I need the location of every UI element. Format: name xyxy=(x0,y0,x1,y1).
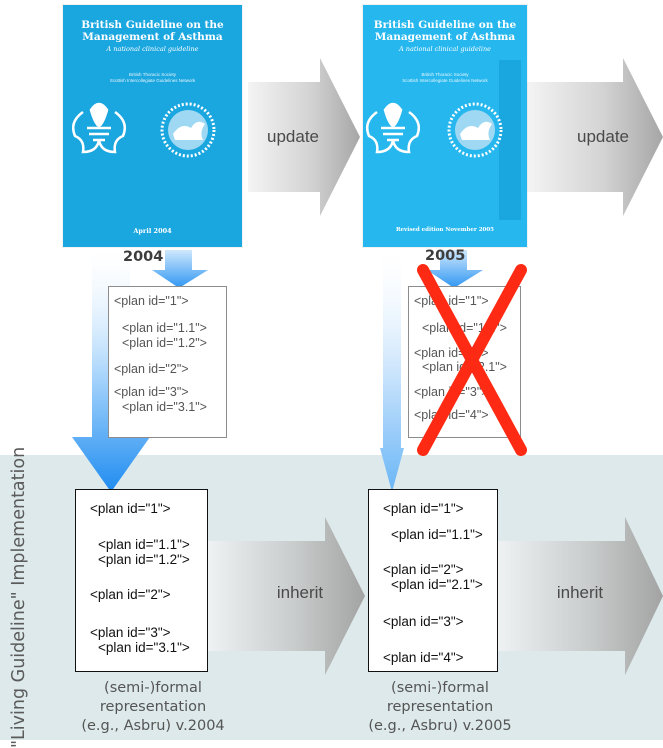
extract-arrow-2004 xyxy=(152,250,208,288)
plan-line: <plan id="4"> xyxy=(383,650,464,665)
extracted-plans-2004: <plan id="1"> <plan id="1.1"> <plan id="… xyxy=(108,286,227,438)
update-label-2: update xyxy=(577,127,629,146)
cover-title-line2: Management of Asthma xyxy=(374,31,516,43)
caption-2005: (semi-)formal representation (e.g., Asbr… xyxy=(355,679,525,736)
caption-line: (semi-)formal xyxy=(104,680,202,696)
cover-title-line1: British Guideline on the xyxy=(373,19,517,31)
plan-line: <plan id="2"> xyxy=(383,562,464,577)
caption-line: representation xyxy=(386,699,494,715)
cover-subtitle: A national clinical guideline xyxy=(399,45,491,53)
inherit-arrow-2 xyxy=(498,517,663,675)
update-arrow-1 xyxy=(248,58,360,216)
plan-line: <plan id="3.1"> xyxy=(98,640,190,655)
update-label-1: update xyxy=(267,127,319,146)
formal-representation-2005: <plan id="1"> <plan id="1.1"> <plan id="… xyxy=(368,489,498,672)
inherit-arrow-1 xyxy=(208,517,365,675)
seal-logo-icon xyxy=(447,102,503,158)
plan-line: <plan id="1.1"> xyxy=(391,527,483,542)
guideline-cover-2004: British Guideline on the Management of A… xyxy=(63,5,242,247)
cover-title-line2: Management of Asthma xyxy=(82,31,223,43)
plan-line: <plan id="3"> xyxy=(90,625,171,640)
plan-line: <plan id="2"> xyxy=(114,362,189,376)
cover-date: Revised edition November 2005 xyxy=(395,227,495,233)
plan-line: <plan id="1.2"> xyxy=(98,552,190,567)
formal-representation-2004: <plan id="1"> <plan id="1.1"> <plan id="… xyxy=(75,489,208,672)
plan-line: <plan id="1"> xyxy=(114,294,189,308)
cover-logos xyxy=(366,102,503,158)
cover-publishers: British Thoracic Society Scottish Interc… xyxy=(363,72,527,84)
inherit-label-2: inherit xyxy=(556,583,604,602)
rejected-cross-icon xyxy=(417,264,527,456)
derive-arrow-2005 xyxy=(380,250,404,492)
cover-title: British Guideline on the Management of A… xyxy=(363,19,527,43)
cover-logos xyxy=(72,102,216,158)
plan-line: <plan id="1"> xyxy=(90,501,171,516)
inherit-label-1: inherit xyxy=(276,583,324,602)
plan-line: <plan id="2.1"> xyxy=(391,577,483,592)
caption-line: (e.g., Asbru) v.2005 xyxy=(368,718,512,734)
plan-line: <plan id="2"> xyxy=(90,587,171,602)
thistle-logo-icon xyxy=(72,102,126,154)
plan-line: <plan id="3.1"> xyxy=(122,400,207,414)
cover-date: April 2004 xyxy=(133,227,172,235)
update-arrow-2 xyxy=(527,58,663,216)
cover-spine-stripe xyxy=(499,60,521,220)
year-label-2005: 2005 xyxy=(425,248,466,264)
guideline-cover-2005: British Guideline on the Management of A… xyxy=(363,5,527,247)
cover-title-line1: British Guideline on the xyxy=(81,19,224,31)
caption-2004: (semi-)formal representation (e.g., Asbr… xyxy=(70,679,236,736)
cover-publisher-line2: Scottish Intercollegiate Guidelines Netw… xyxy=(402,78,488,83)
plan-line: <plan id="1.1"> xyxy=(98,537,190,552)
caption-line: (e.g., Asbru) v.2004 xyxy=(81,718,225,734)
caption-line: representation xyxy=(99,699,207,715)
caption-line: (semi-)formal xyxy=(391,680,489,696)
plan-line: <plan id="1.1"> xyxy=(122,321,207,335)
thistle-logo-icon xyxy=(366,102,420,154)
year-label-2004: 2004 xyxy=(123,249,164,265)
cover-title: British Guideline on the Management of A… xyxy=(63,19,242,43)
plan-line: <plan id="1.2"> xyxy=(122,336,207,350)
living-guideline-label: "Living Guideline" Implementation xyxy=(9,446,29,748)
plan-line: <plan id="1"> xyxy=(383,501,464,516)
plan-line: <plan id="3"> xyxy=(114,385,189,399)
cover-publisher-line1: British Thoracic Society xyxy=(421,72,469,77)
plan-line: <plan id="3"> xyxy=(383,614,464,629)
cover-publisher-line1: British Thoracic Society xyxy=(129,72,176,77)
seal-logo-icon xyxy=(160,102,216,158)
cover-publisher-line2: Scottish Intercollegiate Guidelines Netw… xyxy=(109,78,196,83)
cover-subtitle: A national clinical guideline xyxy=(106,45,199,53)
extract-arrow-2005 xyxy=(427,250,483,288)
cover-publishers: British Thoracic Society Scottish Interc… xyxy=(63,72,242,84)
plan-line: <plan id="4"> xyxy=(414,408,489,422)
